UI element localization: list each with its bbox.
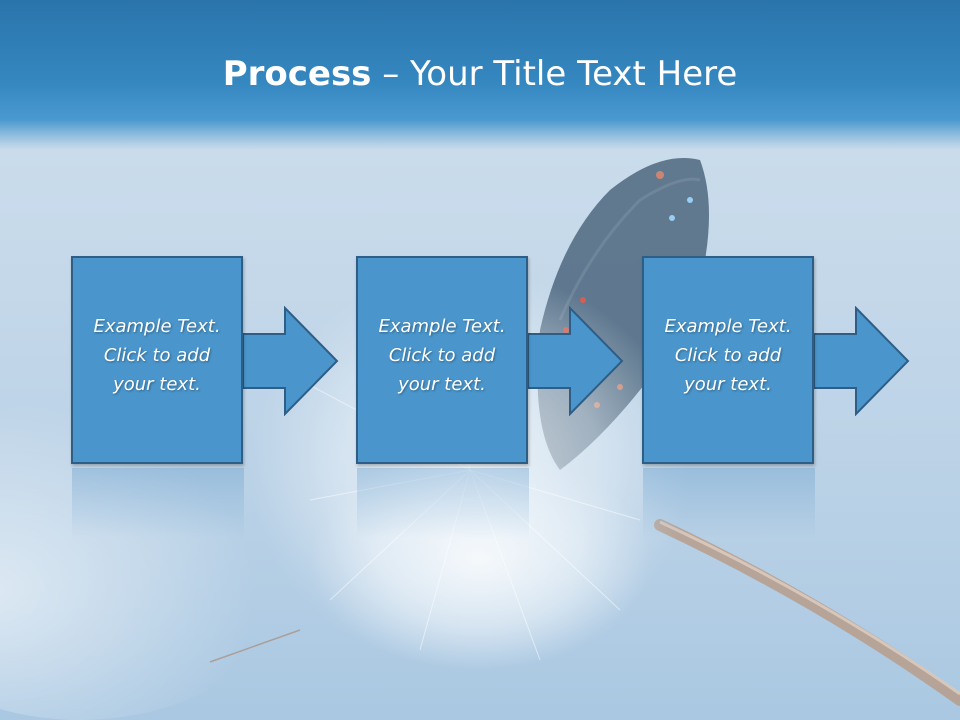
step-1-reflection [72,468,244,538]
process-arrow-1[interactable] [243,306,339,416]
process-step-3[interactable]: Example Text. Click to add your text. [642,256,814,464]
process-arrow-2[interactable] [528,306,624,416]
title-rest-text: – Your Title Text Here [371,54,738,94]
title-bar [0,0,960,150]
step-2-text[interactable]: Example Text. Click to add your text. [378,316,506,395]
process-step-2[interactable]: Example Text. Click to add your text. [356,256,528,464]
step-3-text[interactable]: Example Text. Click to add your text. [664,316,792,395]
slide-title[interactable]: Process – Your Title Text Here [0,52,960,96]
title-bold-text: Process [222,54,372,94]
step-1-text[interactable]: Example Text. Click to add your text. [93,316,221,395]
process-step-1[interactable]: Example Text. Click to add your text. [71,256,243,464]
step-3-reflection [643,468,815,538]
step-2-reflection [357,468,529,538]
process-arrow-3[interactable] [814,306,910,416]
